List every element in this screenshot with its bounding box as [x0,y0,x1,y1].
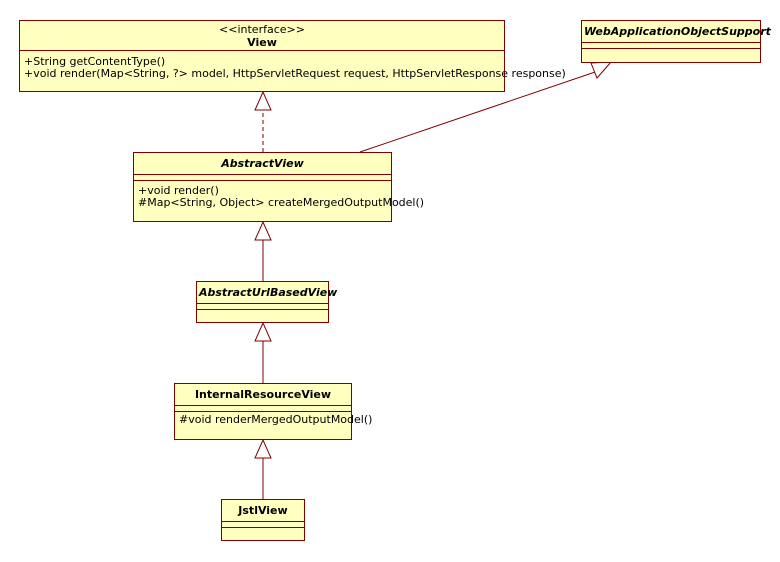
class-abstract-url-based-view-methods [197,309,328,315]
method: +void render(Map<String, ?> model, HttpS… [24,67,566,80]
class-view-header: <<interface>> View [20,21,504,50]
class-abstract-url-based-view-name: AbstractUrlBasedView [199,286,338,299]
class-jstl-view-attributes [222,521,304,527]
class-internal-resource-view: InternalResourceView #void renderMergedO… [174,383,373,440]
class-abstract-view-name: AbstractView [221,157,304,170]
class-view: <<interface>> View +String getContentTyp… [19,20,566,92]
generalization-abstracturlbasedview-abstractview [254,220,272,281]
class-view-attributes [20,50,504,56]
generalization-internalresourceview-abstracturlbasedview [254,321,272,383]
class-jstl-view-methods [222,527,304,533]
class-internal-resource-view-attributes [175,405,351,411]
method: +String getContentType() [24,55,166,68]
class-web-application-object-support-header: WebApplicationObjectSupport [582,21,771,42]
realization-abstractview-view [254,90,272,152]
class-web-application-object-support: WebApplicationObjectSupport [581,20,771,63]
method: #Map<String, Object> createMergedOutputM… [138,196,425,209]
class-abstract-url-based-view-header: AbstractUrlBasedView [197,282,338,303]
class-abstract-view-attributes [134,174,391,180]
class-web-application-object-support-name: WebApplicationObjectSupport [584,25,771,38]
class-abstract-view-methods: +void render() #Map<String, Object> crea… [134,180,425,210]
method: +void render() [138,184,219,197]
class-abstract-url-based-view-attributes [197,303,328,309]
class-abstract-view: AbstractView +void render() #Map<String,… [133,152,425,222]
class-web-application-object-support-methods [582,48,760,54]
class-view-stereotype: <<interface>> [219,23,305,36]
generalization-jstlview-internalresourceview [254,438,272,499]
class-jstl-view: JstlView [221,499,305,541]
class-internal-resource-view-name: InternalResourceView [194,388,332,401]
class-jstl-view-header: JstlView [222,500,304,521]
class-web-application-object-support-attributes [582,42,760,48]
class-view-name: View [247,36,277,49]
class-abstract-url-based-view: AbstractUrlBasedView [196,281,338,323]
class-internal-resource-view-methods: #void renderMergedOutputModel() [175,411,373,427]
class-jstl-view-name: JstlView [238,504,288,517]
class-internal-resource-view-header: InternalResourceView [175,384,351,405]
class-abstract-view-header: AbstractView [134,153,391,174]
class-view-methods: +String getContentType() +void render(Ma… [20,55,566,81]
method: #void renderMergedOutputModel() [179,413,373,426]
